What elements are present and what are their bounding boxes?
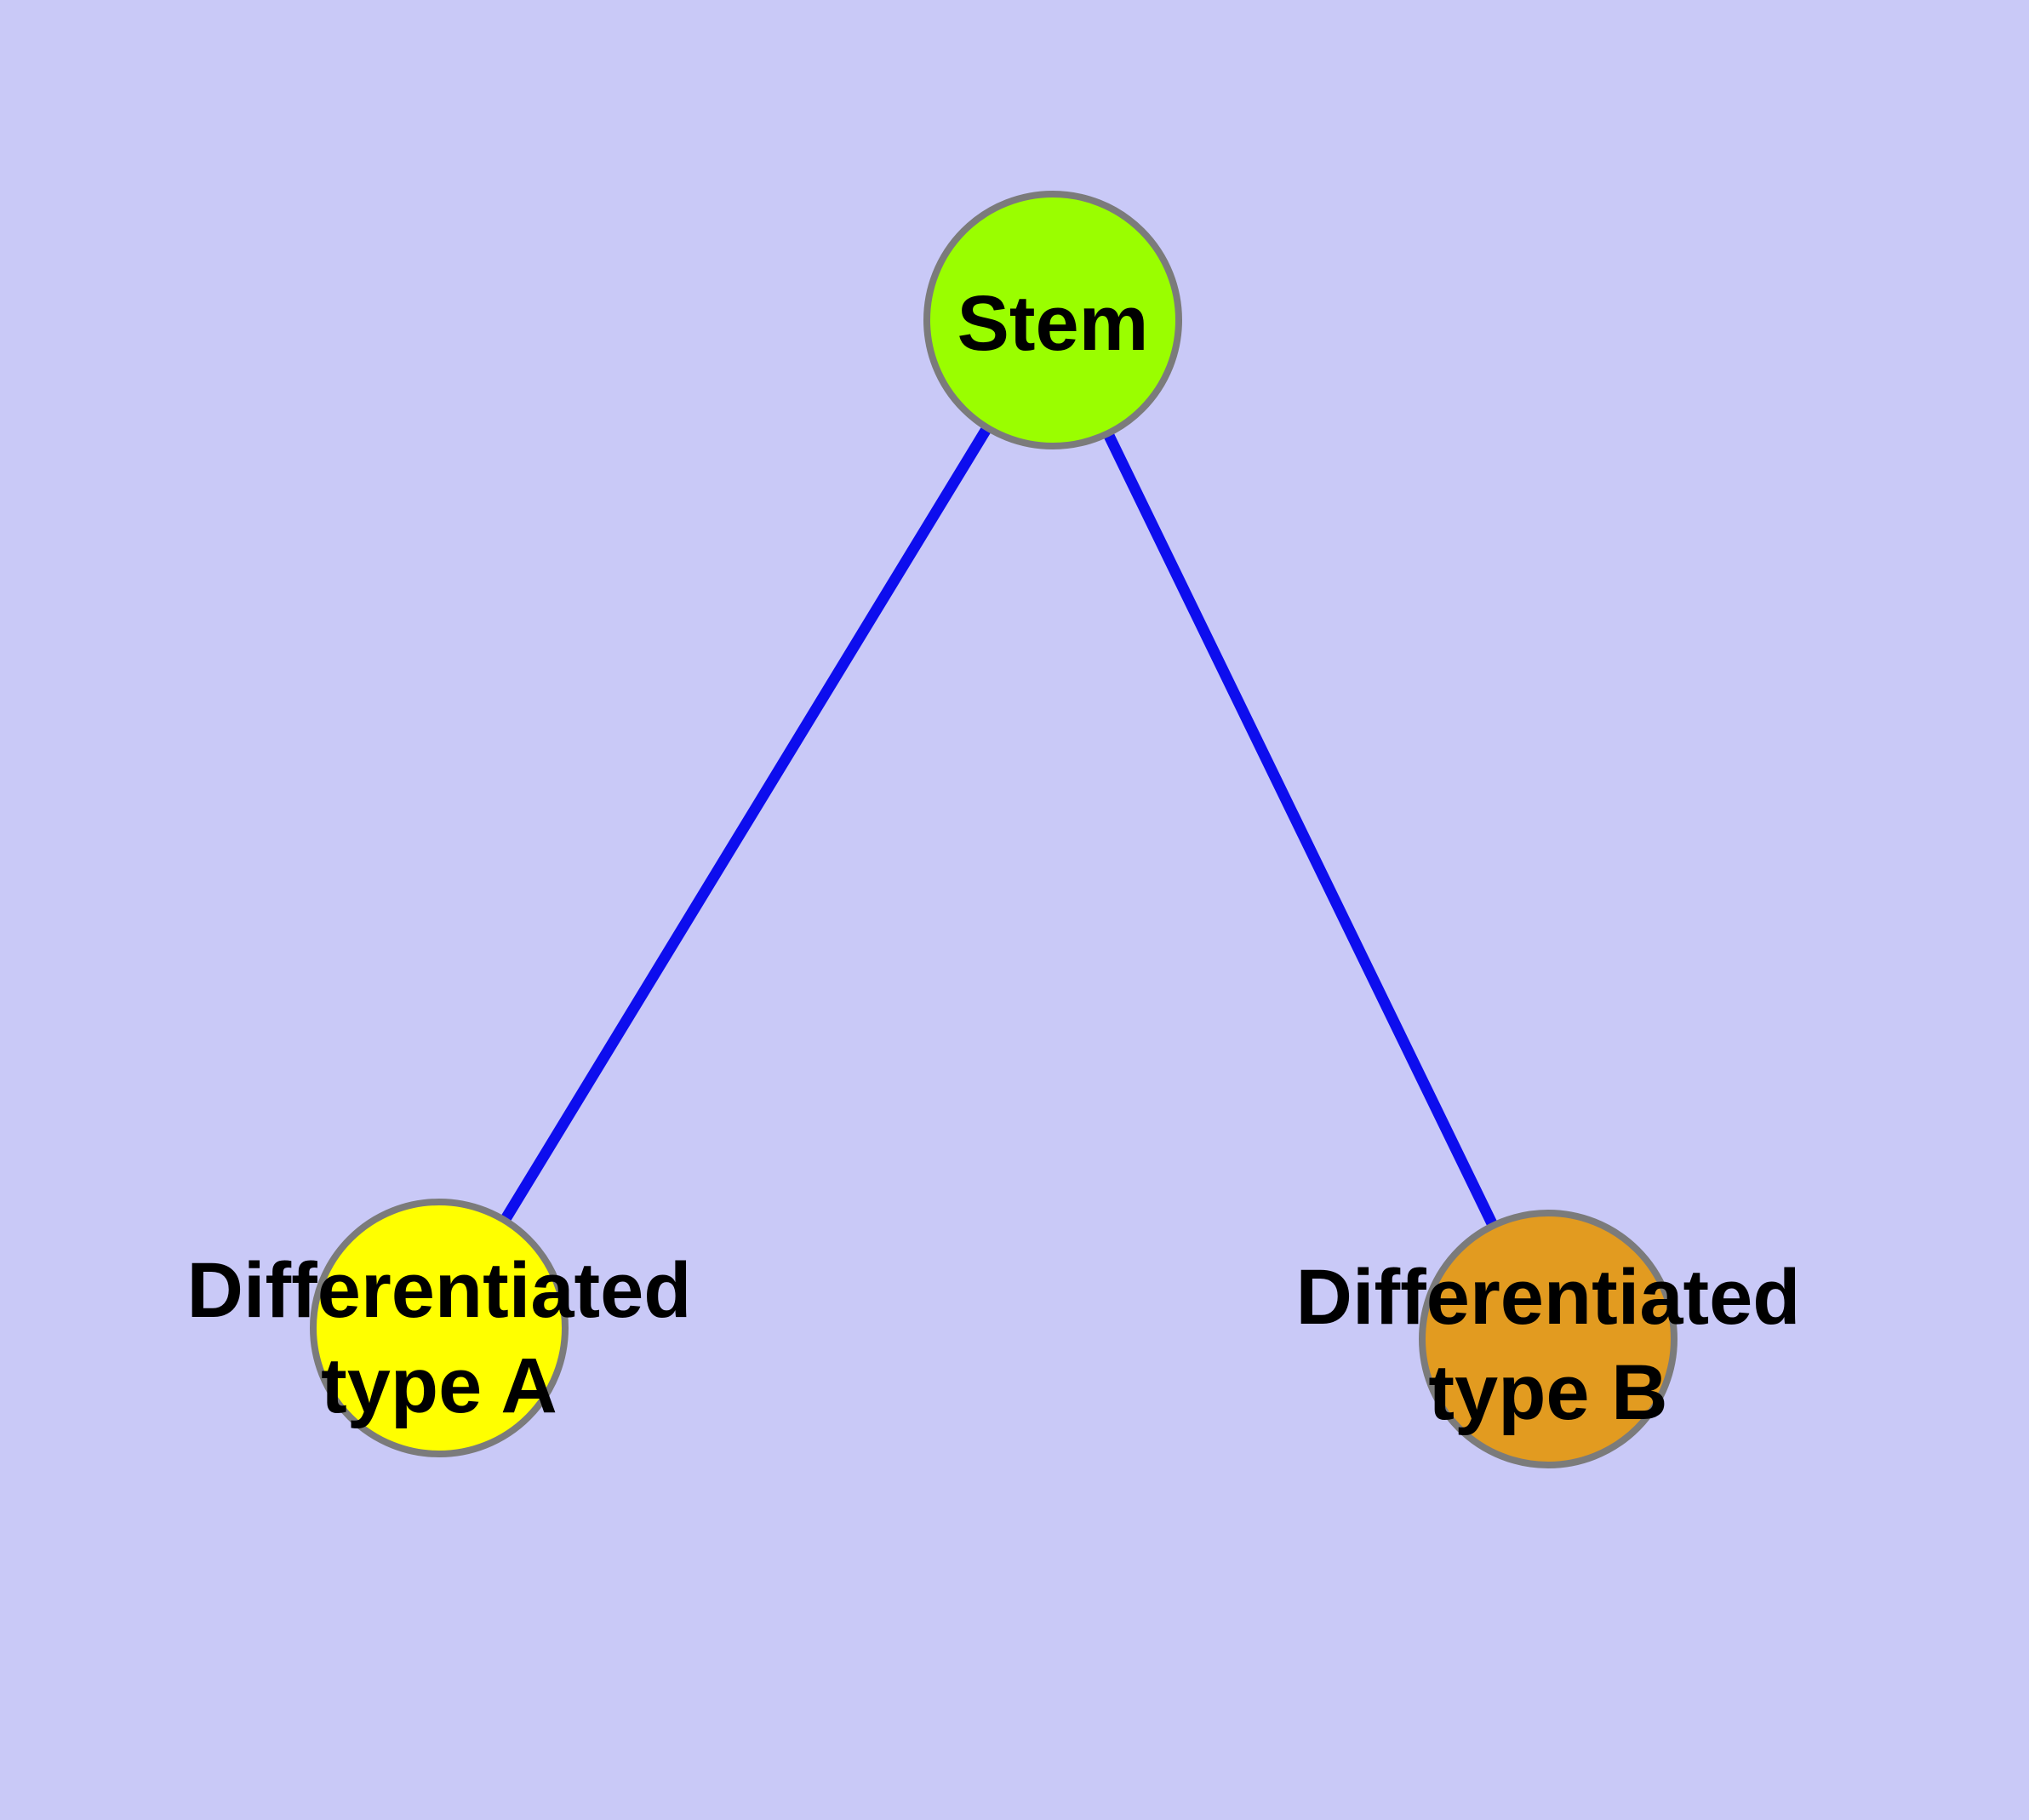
node-differentiated-type-a: Differentiated type A [187, 1199, 692, 1457]
type-a-node-circle [310, 1199, 569, 1457]
type-b-node-circle [1419, 1210, 1677, 1468]
type-a-node-label-line2: type A [321, 1342, 557, 1429]
stem-node-label: Stem [957, 280, 1149, 367]
stem-node-circle [923, 191, 1182, 449]
type-b-node-label-line2: type B [1428, 1349, 1667, 1436]
type-b-node-label-line1: Differentiated [1296, 1254, 1801, 1341]
node-stem: Stem [923, 191, 1182, 449]
edge-stem-to-type-b [1048, 318, 1553, 1342]
edge-stem-to-type-a [434, 317, 1058, 1331]
type-a-node-label-line1: Differentiated [187, 1247, 692, 1334]
node-differentiated-type-b: Differentiated type B [1296, 1210, 1801, 1468]
